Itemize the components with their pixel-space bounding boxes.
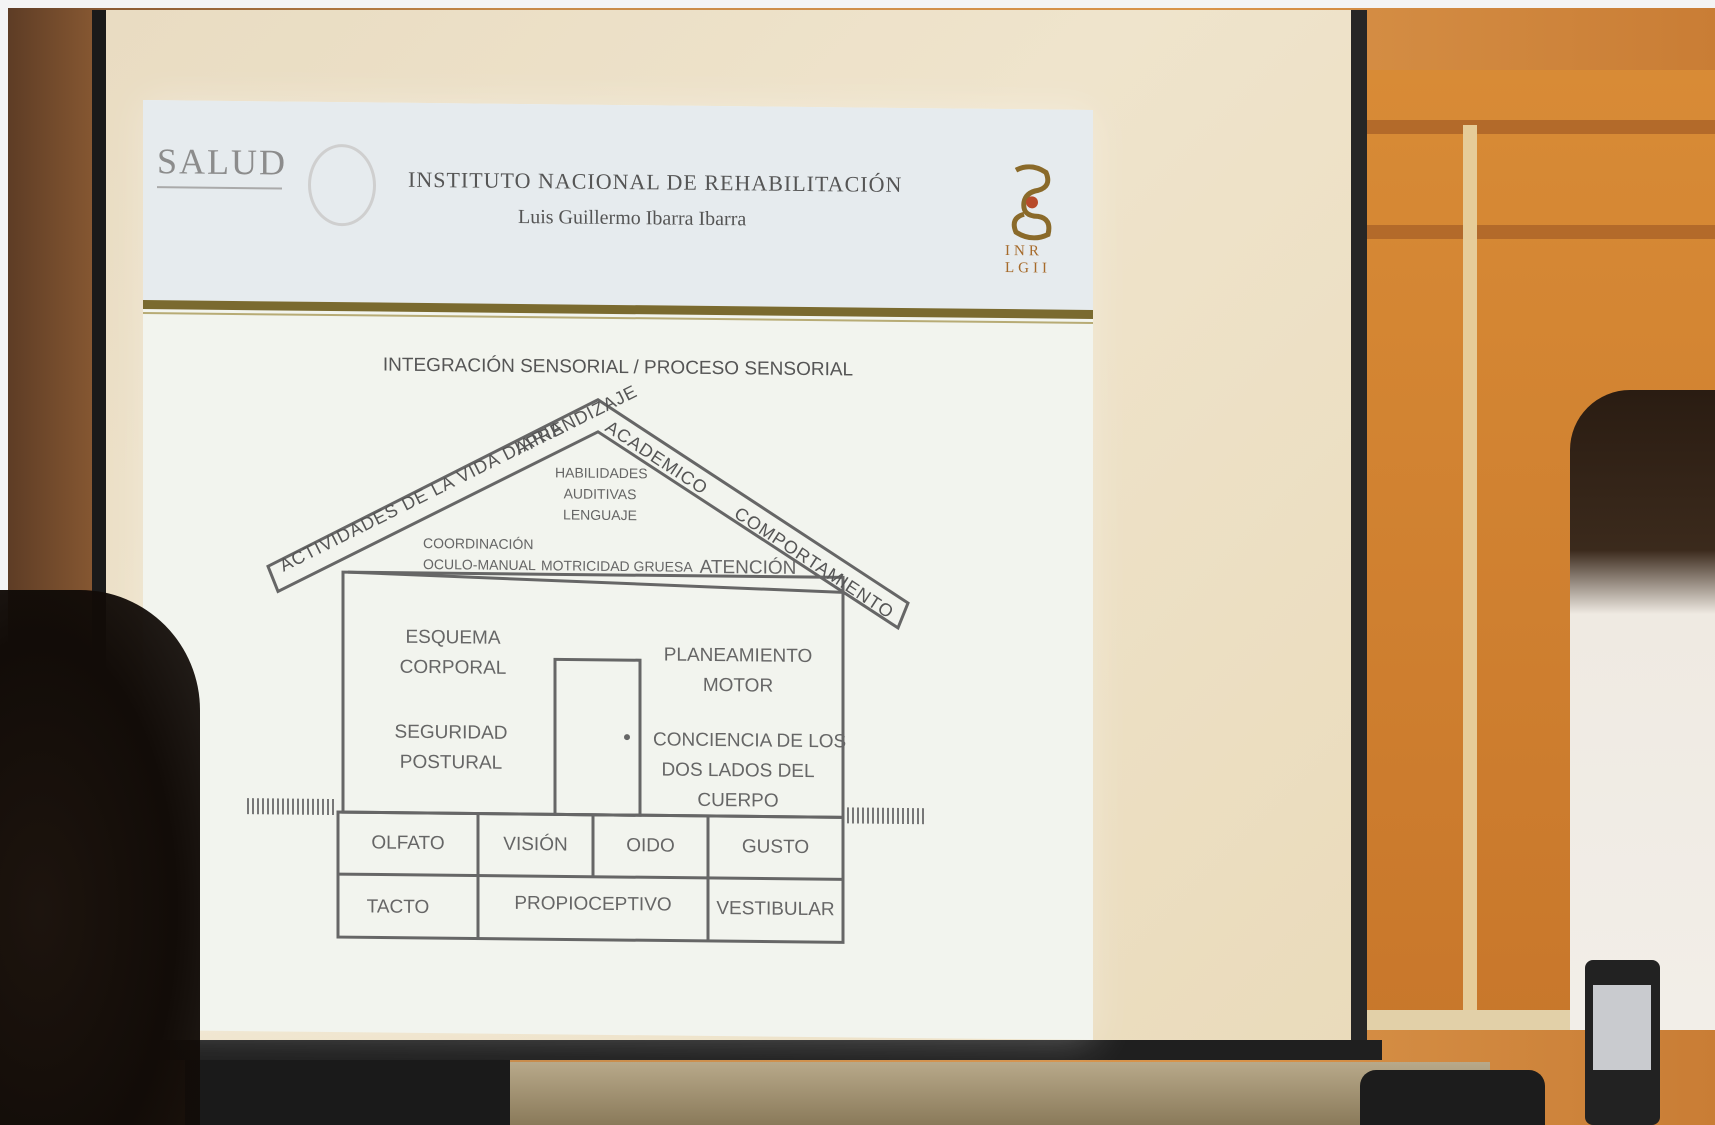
attic-label-atencion: ATENCIÓN <box>699 556 797 579</box>
presenter <box>1570 390 1715 1030</box>
laptop <box>185 1060 510 1125</box>
projected-slide: SALUD INSTITUTO NACIONAL DE REHABILITACI… <box>143 100 1093 1040</box>
wall-label-planeamiento: PLANEAMIENTO MOTOR <box>663 640 813 702</box>
wall-line: MOTOR <box>702 674 774 697</box>
attic-label-motricidad: MOTRICIDAD GRUESA <box>541 557 693 575</box>
window-rail <box>1355 225 1715 239</box>
attic-line: COORDINACIÓN <box>423 534 534 553</box>
foundation-cell-tacto: TACTO <box>366 896 430 919</box>
foundation-cell-oido: OIDO <box>626 835 675 857</box>
attic-line: HABILIDADES <box>555 464 648 482</box>
wall-line: SEGURIDAD <box>394 721 508 744</box>
foundation-cell-vision: VISIÓN <box>503 833 568 856</box>
wall-label-conciencia: CONCIENCIA DE LOS DOS LADOS DEL CUERPO <box>653 725 847 817</box>
phone-screen <box>1593 985 1651 1070</box>
audience-head <box>0 590 200 1125</box>
attic-line: OCULO-MANUAL <box>423 555 536 574</box>
wall-line: DOS LADOS DEL <box>661 759 815 783</box>
screen-bottom-bar <box>92 1040 1382 1060</box>
house-diagram <box>247 398 924 944</box>
wall-line: ESQUEMA <box>405 626 501 649</box>
attic-line: LENGUAJE <box>563 506 637 524</box>
attic-line: AUDITIVAS <box>563 485 637 503</box>
wall-line: CUERPO <box>697 789 779 812</box>
wall-label-seguridad: SEGURIDAD POSTURAL <box>391 718 511 779</box>
phone <box>1585 960 1660 1125</box>
foundation-cell-gusto: GUSTO <box>741 836 810 859</box>
photo-border-left <box>0 0 8 1125</box>
wall-line: CORPORAL <box>399 656 507 679</box>
inr-logo-icon <box>1011 164 1052 241</box>
window-rail <box>1355 120 1715 134</box>
wall-line: CONCIENCIA DE LOS <box>653 729 847 753</box>
window-mullion <box>1463 125 1477 1025</box>
attic-label-coordinacion: COORDINACIÓN OCULO-MANUAL <box>423 533 536 576</box>
foundation-cell-propioceptivo: PROPIOCEPTIVO <box>514 892 672 916</box>
wall-line: POSTURAL <box>399 751 503 774</box>
photo-border-top <box>0 0 1715 8</box>
foundation-cell-vestibular: VESTIBULAR <box>716 898 835 921</box>
attic-label-habilidades: HABILIDADES AUDITIVAS LENGUAJE <box>555 462 648 526</box>
wall-label-esquema: ESQUEMA CORPORAL <box>398 623 508 684</box>
foundation-cell-olfato: OLFATO <box>371 832 445 855</box>
wall-line: PLANEAMIENTO <box>663 644 813 668</box>
chair <box>1360 1070 1545 1125</box>
